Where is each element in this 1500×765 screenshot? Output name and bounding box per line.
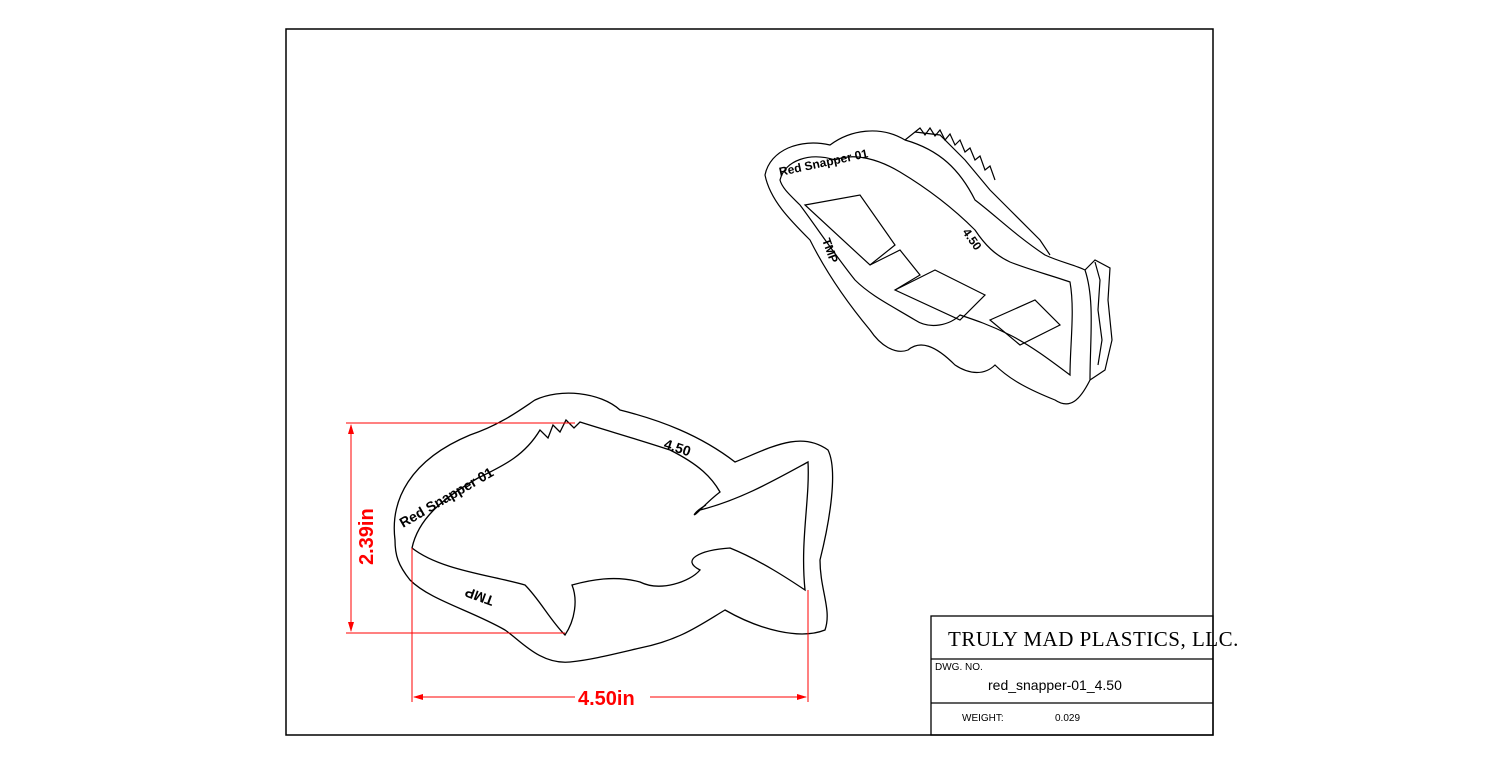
iso-inner-outline <box>779 156 1073 377</box>
isometric-view-labels: Red Snapper 01 4.50 TMP <box>778 146 985 265</box>
title-block-frame <box>930 615 1214 736</box>
front-view <box>393 392 834 663</box>
title-block <box>930 615 1214 736</box>
dwg-no-value: red_snapper-01_4.50 <box>988 677 1122 693</box>
company-name: TRULY MAD PLASTICS, LLC. <box>948 627 1239 651</box>
iso-cutter-size-text: 4.50 <box>960 226 985 253</box>
iso-side-edge <box>904 131 1051 256</box>
iso-side-edge-2 <box>1084 259 1113 381</box>
weight-label: WEIGHT: <box>962 713 1004 724</box>
sheet-border <box>285 28 1214 736</box>
iso-dorsal-serrations <box>914 126 996 181</box>
width-label-bg <box>575 686 650 708</box>
iso-tail-edge <box>1094 261 1103 366</box>
iso-cutter-maker-text: TMP <box>819 236 841 265</box>
width-dimension-label: 4.50in <box>578 688 635 710</box>
fish-outer-outline <box>393 392 834 663</box>
dimension-lines <box>346 422 809 702</box>
weight-value: 0.029 <box>1055 713 1080 724</box>
cutter-size-text: 4.50 <box>662 436 693 460</box>
front-view-labels: Red Snapper 01 4.50 TMP <box>397 436 694 610</box>
isometric-view <box>764 126 1113 405</box>
iso-wall-1 <box>803 194 896 266</box>
height-dimension-label: 2.39in <box>356 508 378 565</box>
iso-wall-3 <box>988 299 1062 346</box>
dwg-no-label: DWG. NO. <box>935 662 983 673</box>
cutter-name-text: Red Snapper 01 <box>397 464 497 531</box>
cutter-maker-text: TMP <box>463 584 496 609</box>
iso-outer-outline <box>764 130 1092 405</box>
iso-wall-4 <box>869 249 921 291</box>
fish-ring-arc <box>693 504 707 516</box>
iso-wall-2 <box>893 269 987 321</box>
iso-cutter-name-text: Red Snapper 01 <box>778 146 870 179</box>
fish-inner-outline <box>411 418 809 637</box>
